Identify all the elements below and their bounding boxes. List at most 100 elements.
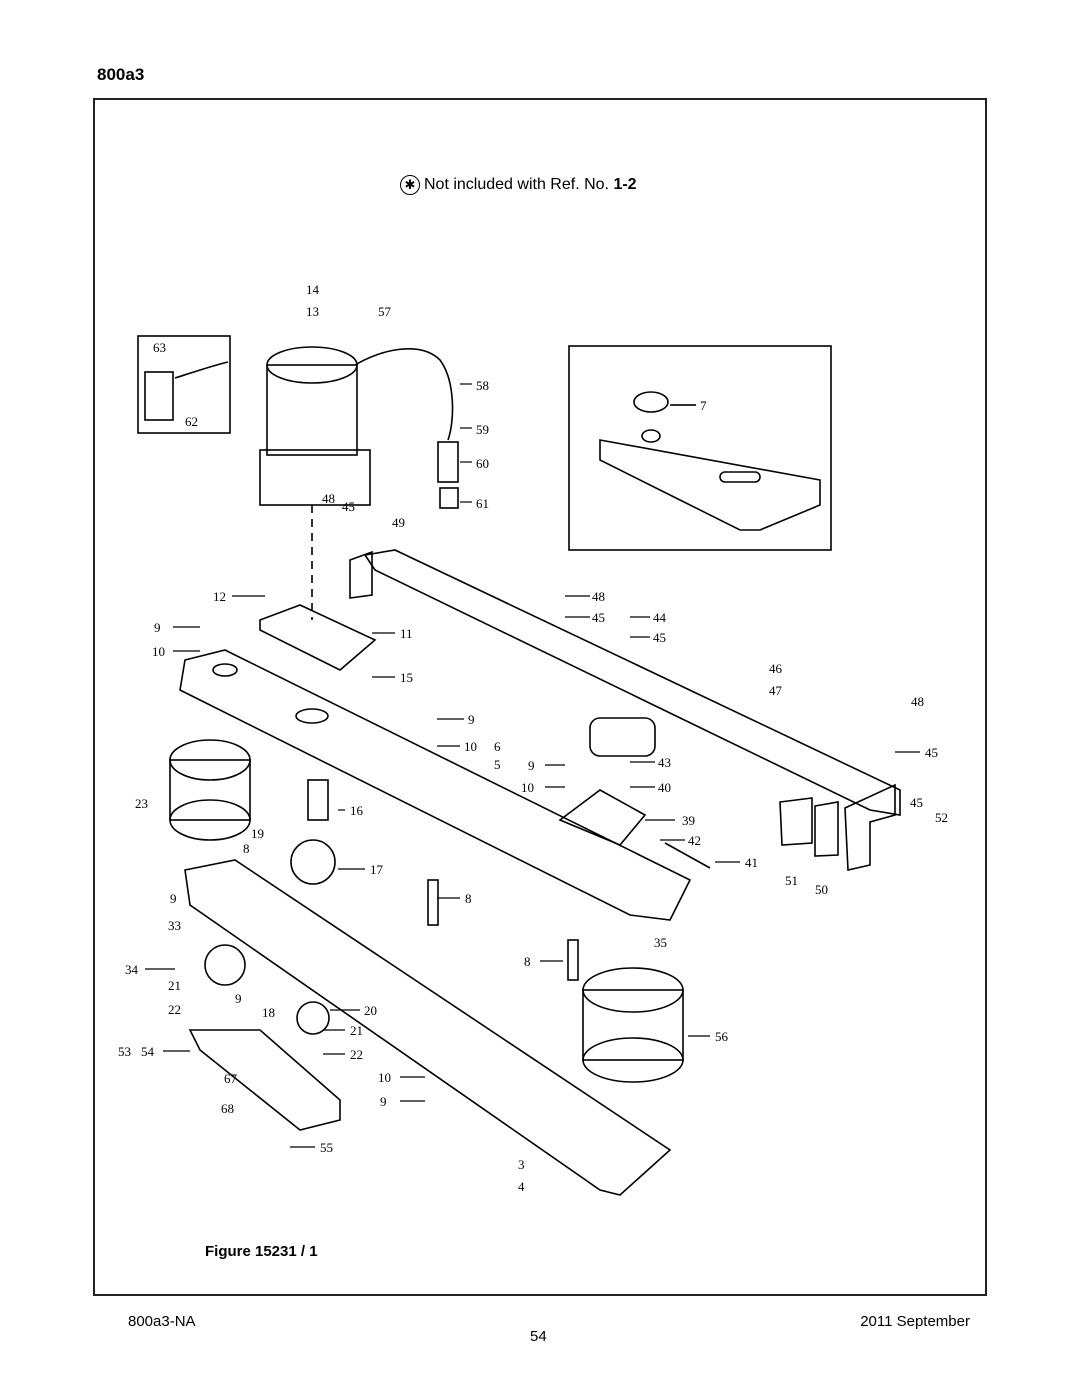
upper-rail — [363, 549, 901, 816]
callout-23: 23 — [135, 796, 148, 811]
gearbox — [259, 449, 371, 506]
callout-39: 39 — [682, 813, 695, 828]
inset-hole — [641, 429, 661, 443]
callout-55: 55 — [320, 1140, 333, 1155]
callout-59: 59 — [476, 422, 489, 437]
part-callouts: 14 13 57 63 62 58 59 60 61 7 48 45 49 12… — [118, 282, 948, 1194]
callout-12: 12 — [213, 589, 226, 604]
inset-detail-box — [568, 345, 832, 551]
rail-bracket — [349, 550, 373, 599]
callout-61: 61 — [476, 496, 489, 511]
callout-63: 63 — [153, 340, 166, 355]
callout-9b: 9 — [468, 712, 475, 727]
callout-46: 46 — [769, 661, 783, 676]
callout-48b: 48 — [592, 589, 605, 604]
callout-22b: 22 — [350, 1047, 363, 1062]
callout-14: 14 — [306, 282, 320, 297]
callout-50: 50 — [815, 882, 828, 897]
end-bracket-50 — [814, 801, 839, 857]
connector-wire — [174, 361, 229, 379]
callout-57: 57 — [378, 304, 392, 319]
figure-frame — [93, 98, 987, 1296]
callout-20: 20 — [364, 1003, 377, 1018]
tension-block — [589, 717, 656, 757]
callout-8b: 8 — [465, 891, 472, 906]
motor-cable — [354, 348, 454, 441]
callout-17: 17 — [370, 862, 384, 877]
callout-45c: 45 — [653, 630, 666, 645]
inset-grommet — [633, 391, 669, 413]
callout-5: 5 — [494, 757, 501, 772]
sprocket-17 — [290, 839, 336, 885]
callout-9f: 9 — [380, 1094, 387, 1109]
adjust-screw — [664, 842, 711, 869]
callout-45d: 45 — [925, 745, 938, 760]
model-header: 800a3 — [97, 65, 145, 84]
callout-9: 9 — [154, 620, 161, 635]
left-drum-body — [169, 759, 251, 821]
terminal-block — [144, 371, 174, 421]
footer-date: 2011 September — [860, 1313, 970, 1330]
callout-11: 11 — [400, 626, 413, 641]
end-bracket-51 — [779, 797, 813, 846]
callout-52: 52 — [935, 810, 948, 825]
motor-body — [266, 364, 358, 456]
callout-40: 40 — [658, 780, 671, 795]
plate-hole — [212, 663, 238, 677]
callout-60: 60 — [476, 456, 489, 471]
callout-4: 4 — [518, 1179, 525, 1194]
right-drum-bottom — [582, 1037, 684, 1083]
callout-35: 35 — [654, 935, 667, 950]
callout-10: 10 — [152, 644, 165, 659]
callout-18: 18 — [262, 1005, 275, 1020]
note-text: Not included with Ref. No. — [424, 176, 609, 193]
callout-44: 44 — [653, 610, 667, 625]
exclusion-note: ✱Not included with Ref. No. 1-2 — [400, 175, 637, 195]
callout-8c: 8 — [524, 954, 531, 969]
asterisk-icon: ✱ — [400, 175, 420, 195]
belt-guard — [188, 1029, 341, 1131]
callout-22: 22 — [168, 1002, 181, 1017]
callout-45e: 45 — [910, 795, 923, 810]
motor-mount-plate — [259, 604, 377, 671]
callout-41: 41 — [745, 855, 758, 870]
callout-6: 6 — [494, 739, 501, 754]
footer-doc-id: 800a3-NA — [128, 1313, 196, 1330]
tension-bracket — [558, 789, 647, 846]
callout-9d: 9 — [170, 891, 177, 906]
callout-43: 43 — [658, 755, 671, 770]
cable-plug — [439, 487, 459, 509]
callout-8: 8 — [243, 841, 250, 856]
inset-slot — [719, 471, 761, 483]
callout-51: 51 — [785, 873, 798, 888]
standoff-8a — [427, 879, 439, 926]
figure-caption: Figure 15231 / 1 — [205, 1243, 318, 1260]
callout-47: 47 — [769, 683, 783, 698]
callout-33: 33 — [168, 918, 181, 933]
drive-sprocket — [204, 944, 246, 986]
callout-62: 62 — [185, 414, 198, 429]
callout-53: 53 — [118, 1044, 131, 1059]
end-bracket — [844, 783, 896, 871]
main-plate — [179, 649, 692, 921]
callout-7: 7 — [700, 398, 707, 413]
callout-10c: 10 — [521, 780, 534, 795]
callout-21: 21 — [168, 978, 181, 993]
callout-9c: 9 — [528, 758, 535, 773]
idler-sprocket — [296, 1001, 330, 1035]
right-drum-body — [582, 989, 684, 1061]
cable-connector — [437, 441, 459, 483]
callout-21b: 21 — [350, 1023, 363, 1038]
note-ref: 1-2 — [613, 176, 637, 193]
callout-34: 34 — [125, 962, 139, 977]
standoff-8b — [567, 939, 579, 981]
callout-45: 45 — [342, 499, 355, 514]
callout-45b: 45 — [592, 610, 605, 625]
connector-box — [137, 335, 231, 434]
callout-68: 68 — [221, 1101, 234, 1116]
inset-plate — [599, 439, 821, 531]
callout-16: 16 — [350, 803, 364, 818]
plate-hole-2 — [295, 708, 329, 724]
callout-67: 67 — [224, 1071, 238, 1086]
